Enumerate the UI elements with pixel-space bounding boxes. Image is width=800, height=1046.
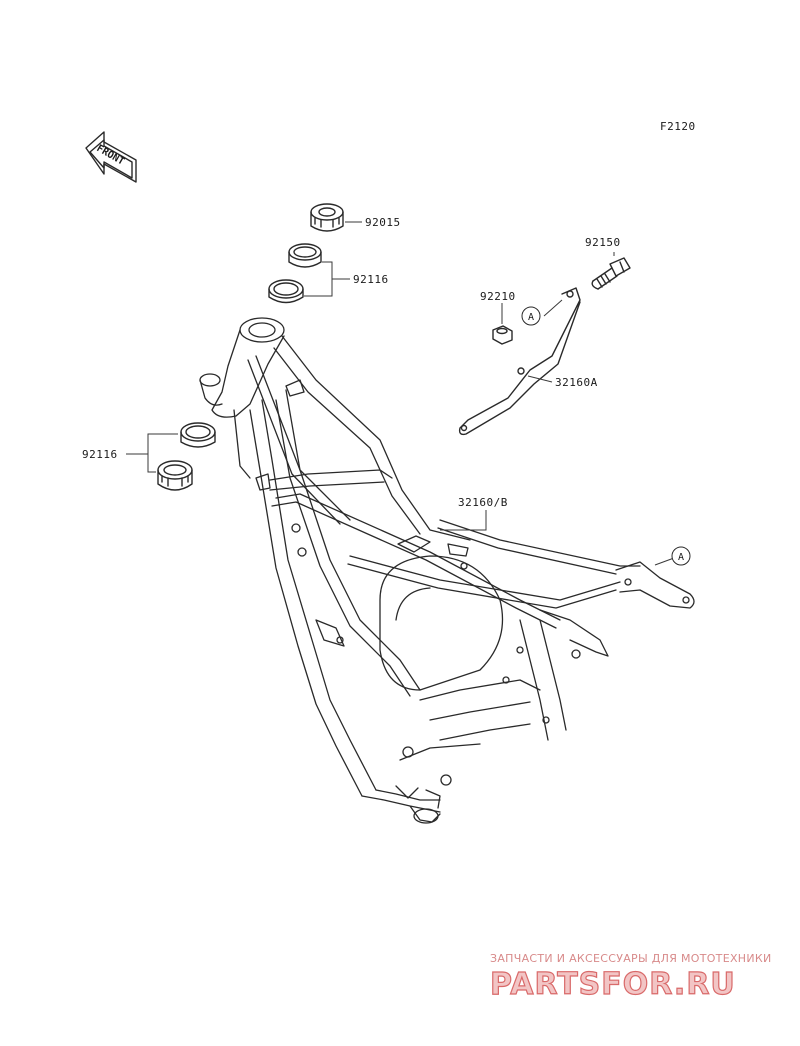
label-92116-upper: 92116 xyxy=(353,273,389,286)
label-32160a: 32160A xyxy=(555,376,598,389)
ref-a-frame: A xyxy=(678,552,684,563)
front-label: FRONT xyxy=(95,143,127,168)
label-92015: 92015 xyxy=(365,216,401,229)
leader-92116-lower xyxy=(147,433,178,473)
part-92116-upper-bearings xyxy=(268,243,322,304)
watermark-tagline: ЗАПЧАСТИ И АКСЕССУАРЫ ДЛЯ МОТОТЕХНИКИ xyxy=(490,952,772,965)
figure-code: F2120 xyxy=(660,120,696,133)
front-arrow-icon: FRONT xyxy=(85,131,137,183)
ref-circle-a-frame xyxy=(671,546,691,566)
part-92116-lower-bearings xyxy=(157,422,216,491)
ref-circle-a-sidestand xyxy=(521,306,541,326)
part-92210-nut xyxy=(492,325,513,345)
watermark-brand: PARTSFOR.RU xyxy=(490,967,736,1002)
part-32160a-sidestand xyxy=(458,287,581,436)
label-92150: 92150 xyxy=(585,236,621,249)
label-92116-lower: 92116 xyxy=(82,448,118,461)
part-92150-bolt xyxy=(591,257,631,290)
leader-32160b xyxy=(440,510,487,531)
label-32160b: 32160/B xyxy=(458,496,508,509)
ref-a-sidestand: A xyxy=(528,312,534,323)
label-92210: 92210 xyxy=(480,290,516,303)
part-32160b-frame xyxy=(199,317,695,824)
part-92015-nut xyxy=(310,203,344,232)
